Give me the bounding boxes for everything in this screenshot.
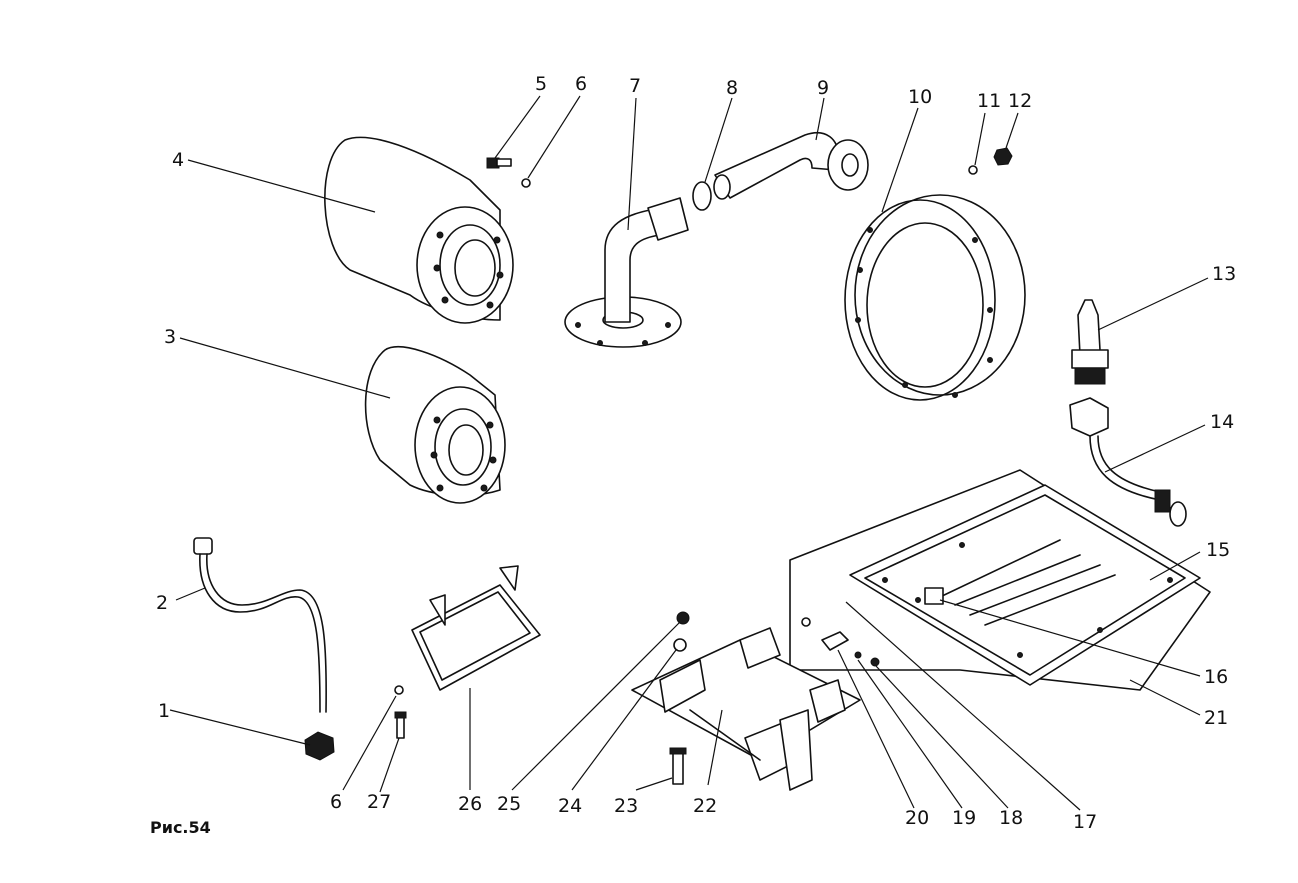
part-7-elbow-pipe [564,197,689,348]
callout-17: 17 [1073,811,1097,833]
part-25-nut [676,611,690,625]
part-22-mounting-bracket [631,627,861,791]
callout-6-upper: 6 [575,73,587,95]
callout-4: 4 [172,149,184,171]
callout-14: 14 [1210,411,1234,433]
callout-11: 11 [977,90,1001,112]
callout-13: 13 [1212,263,1236,285]
callout-23: 23 [614,795,638,817]
callout-12: 12 [1008,90,1032,112]
part-12-nut [993,147,1013,166]
part-4-housing-large [324,136,514,324]
part-11-washer [968,165,978,175]
callout-15: 15 [1206,539,1230,561]
callout-7: 7 [629,75,641,97]
part-23-bolt [669,747,687,785]
callout-20: 20 [905,807,929,829]
part-19-washer [854,651,862,659]
figure-caption: Рис.54 [150,818,211,837]
callout-6-lower: 6 [330,791,342,813]
part-3-housing-small [364,346,506,504]
callout-9: 9 [817,77,829,99]
part-10-ring-flange [844,194,1026,401]
part-15-tray-plate [789,469,1211,691]
callout-5: 5 [535,73,547,95]
part-2-line-tube [193,537,327,713]
part-27-screw [394,711,407,739]
callout-25: 25 [497,793,521,815]
part-5-bolt [486,157,512,169]
part-24-washer [673,638,687,652]
callout-18: 18 [999,807,1023,829]
part-1-nut [304,731,335,761]
callout-16: 16 [1204,666,1228,688]
part-14-tube-with-nut [1069,397,1187,527]
callout-10: 10 [908,86,932,108]
callout-1: 1 [158,700,170,722]
part-17-screw [801,617,811,627]
callout-22: 22 [693,795,717,817]
part-26-bracket-box [411,565,541,691]
leader-lines [169,95,1209,811]
callout-27: 27 [367,791,391,813]
callout-26: 26 [458,793,482,815]
callout-3: 3 [164,326,176,348]
part-6-washer-lower [394,685,404,695]
part-18-nut [870,657,880,667]
part-8-ring [692,181,712,211]
callout-24: 24 [558,795,582,817]
part-20-clip [821,631,849,651]
callout-8: 8 [726,77,738,99]
part-9-bent-pipe [713,132,869,200]
callout-labels: 1 2 3 4 5 6 7 8 9 10 11 12 13 14 15 16 1… [156,73,1236,833]
part-6-washer-upper [521,178,531,188]
part-13-fitting [1071,299,1109,385]
callout-21: 21 [1204,707,1228,729]
callout-19: 19 [952,807,976,829]
callout-2: 2 [156,592,168,614]
